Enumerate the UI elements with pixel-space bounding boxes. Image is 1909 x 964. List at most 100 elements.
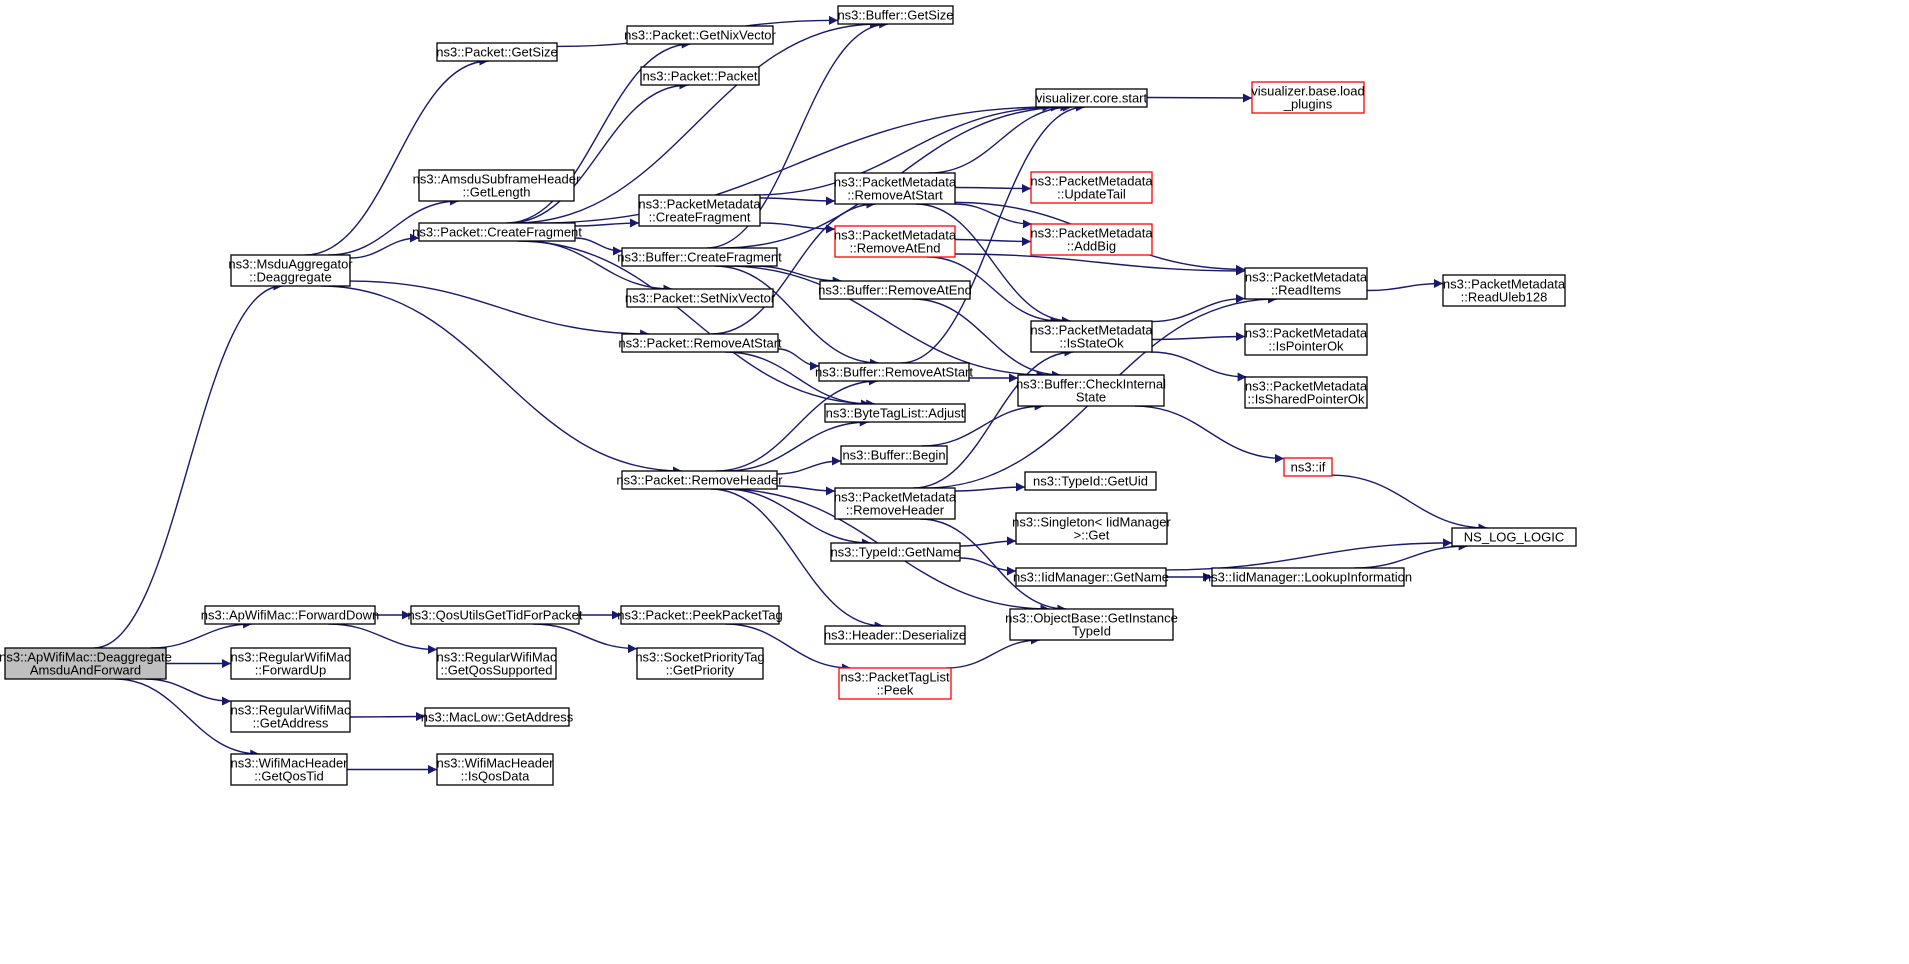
node-socket-priority[interactable]: ns3::SocketPriorityTag::GetPriority <box>635 647 765 680</box>
node-pm-read-uleb[interactable]: ns3::PacketMetadata::ReadUleb128 <box>1442 274 1566 307</box>
edge-peek-packet-tag-to-packettaglist-peek <box>725 623 851 673</box>
node-iid-lookup[interactable]: ns3::IidManager::LookupInformation <box>1204 567 1412 587</box>
node-ns3-if[interactable]: ns3::if <box>1283 457 1333 477</box>
edge-iid-get-name-to-ns-log-logic <box>1165 538 1453 571</box>
edge-pm-is-state-ok-to-pm-is-shared-pointer-ok <box>1150 351 1247 382</box>
edge-pm-remove-header-to-pm-is-state-ok <box>913 347 1074 489</box>
node-box <box>640 66 760 86</box>
node-buffer-create-fragment[interactable]: ns3::Buffer::CreateFragment <box>617 247 782 267</box>
node-bytetaglist-adjust[interactable]: ns3::ByteTagList::Adjust <box>824 403 966 423</box>
edge-packet-create-fragment-to-packet-packet <box>508 80 689 224</box>
node-buffer-get-size[interactable]: ns3::Buffer::GetSize <box>837 5 954 25</box>
edges-layer <box>93 15 1488 774</box>
node-get-qos-tid[interactable]: ns3::WifiMacHeader::GetQosTid <box>230 753 348 786</box>
node-get-qos-supported[interactable]: ns3::RegularWifiMac::GetQosSupported <box>436 647 557 680</box>
node-label: ns3::Packet::RemoveAtStart <box>618 336 782 351</box>
node-box <box>840 445 948 465</box>
node-iid-get-name[interactable]: ns3::IidManager::GetName <box>1013 567 1169 587</box>
nodes-layer: ns3::ApWifiMac::DeaggregateAmsduAndForwa… <box>0 5 1577 786</box>
edge-packet-remove-header-to-header-deserialize <box>710 488 884 631</box>
edge-iid-lookup-to-ns-log-logic <box>1354 541 1468 569</box>
node-singleton-get[interactable]: ns3::Singleton< IidManager >::Get <box>1012 512 1171 545</box>
node-pm-is-state-ok[interactable]: ns3::PacketMetadata::IsStateOk <box>1030 320 1153 353</box>
node-box <box>838 667 952 700</box>
node-box <box>230 700 351 733</box>
edge-typeid-get-name-to-singleton-get <box>959 536 1017 547</box>
node-label: ns3::TypeId::GetName <box>830 545 960 560</box>
node-apwifi-deagg[interactable]: ns3::ApWifiMac::DeaggregateAmsduAndForwa… <box>0 647 172 680</box>
node-is-qos-data[interactable]: ns3::WifiMacHeader::IsQosData <box>436 753 554 786</box>
node-typeid-get-name[interactable]: ns3::TypeId::GetName <box>830 542 961 562</box>
node-label: ns3::ByteTagList::Adjust <box>826 406 965 421</box>
node-label: _plugins <box>1283 97 1333 112</box>
node-qos-utils[interactable]: ns3::QosUtilsGetTidForPacket <box>407 605 583 625</box>
node-label: ns3::MsduAggregator <box>228 257 353 272</box>
node-label: ns3::PacketMetadata <box>834 175 957 190</box>
edge-vis-core-start-to-vis-base-load <box>1146 93 1253 103</box>
node-pm-remove-header[interactable]: ns3::PacketMetadata::RemoveHeader <box>834 487 957 520</box>
node-pm-is-shared-pointer-ok[interactable]: ns3::PacketMetadata::IsSharedPointerOk <box>1244 376 1368 409</box>
node-buffer-begin[interactable]: ns3::Buffer::Begin <box>840 445 948 465</box>
node-label: ns3::AmsduSubframeHeader <box>413 172 581 187</box>
node-label: ns3::Buffer::CheckInternal <box>1016 377 1166 392</box>
edge-pm-read-items-to-pm-read-uleb <box>1366 279 1444 292</box>
node-forward-down[interactable]: ns3::ApWifiMac::ForwardDown <box>201 605 379 625</box>
node-forward-up[interactable]: ns3::RegularWifiMac::ForwardUp <box>230 647 351 680</box>
node-set-nix-vector[interactable]: ns3::Packet::SetNixVector <box>625 288 776 308</box>
edge-pm-remove-header-to-objectbase-get-instance <box>920 518 1067 614</box>
node-pm-update-tail[interactable]: ns3::PacketMetadata::UpdateTail <box>1030 171 1153 204</box>
node-label: ::IsQosData <box>461 769 530 784</box>
node-label: ::IsPointerOk <box>1268 339 1344 354</box>
node-msdu-deagg[interactable]: ns3::MsduAggregator::Deaggregate <box>228 254 353 287</box>
node-label: ns3::WifiMacHeader <box>230 756 348 771</box>
edge-packet-create-fragment-to-buffer-create-fragment <box>574 237 623 256</box>
node-box <box>621 333 779 353</box>
node-typeid-get-uid[interactable]: ns3::TypeId::GetUid <box>1024 471 1157 491</box>
edge-packet-create-fragment-to-buffer-get-size <box>513 19 879 224</box>
node-label: ::CreateFragment <box>649 210 751 225</box>
node-pm-is-pointer-ok[interactable]: ns3::PacketMetadata::IsPointerOk <box>1244 323 1368 356</box>
edge-pm-remove-at-end-to-pm-read-items <box>954 253 1246 276</box>
node-pm-read-items[interactable]: ns3::PacketMetadata::ReadItems <box>1244 267 1368 300</box>
node-label: ::AddBig <box>1067 239 1116 254</box>
node-ns-log-logic[interactable]: NS_LOG_LOGIC <box>1451 527 1577 547</box>
node-label: ::GetPriority <box>666 663 735 678</box>
node-pm-remove-at-end[interactable]: ns3::PacketMetadata::RemoveAtEnd <box>834 225 957 258</box>
node-box <box>1451 527 1577 547</box>
node-box <box>1283 457 1333 477</box>
node-packet-packet[interactable]: ns3::Packet::Packet <box>640 66 760 86</box>
node-label: TypeId <box>1072 624 1111 639</box>
node-reg-get-address[interactable]: ns3::RegularWifiMac::GetAddress <box>230 700 351 733</box>
node-vis-base-load[interactable]: visualizer.base.load_plugins <box>1251 81 1365 114</box>
edge-packet-remove-header-to-typeid-get-name <box>723 488 872 548</box>
node-label: visualizer.base.load <box>1251 84 1364 99</box>
node-packet-remove-header[interactable]: ns3::Packet::RemoveHeader <box>616 470 783 490</box>
node-header-deserialize[interactable]: ns3::Header::Deserialize <box>824 625 966 645</box>
node-buffer-remove-at-end[interactable]: ns3::Buffer::RemoveAtEnd <box>818 280 972 300</box>
node-box <box>824 625 966 645</box>
node-box <box>1030 171 1153 204</box>
node-box <box>230 753 348 786</box>
node-packet-create-fragment[interactable]: ns3::Packet::CreateFragment <box>412 222 582 242</box>
node-pm-add-big[interactable]: ns3::PacketMetadata::AddBig <box>1030 223 1153 256</box>
node-buffer-remove-at-start[interactable]: ns3::Buffer::RemoveAtStart <box>815 362 973 382</box>
node-packet-remove-at-start[interactable]: ns3::Packet::RemoveAtStart <box>618 333 782 353</box>
node-packet-get-size[interactable]: ns3::Packet::GetSize <box>436 42 558 62</box>
node-amsdu-get-length[interactable]: ns3::AmsduSubframeHeader::GetLength <box>413 169 581 202</box>
edge-apwifi-deagg-to-msdu-deagg <box>93 281 283 649</box>
node-box <box>1017 374 1165 407</box>
node-vis-core-start[interactable]: visualizer.core.start <box>1035 88 1148 108</box>
node-maclow-get-address[interactable]: ns3::MacLow::GetAddress <box>421 707 574 727</box>
node-pm-remove-at-start[interactable]: ns3::PacketMetadata::RemoveAtStart <box>834 172 957 205</box>
node-label: ns3::PacketMetadata <box>1245 270 1368 285</box>
node-peek-packet-tag[interactable]: ns3::Packet::PeekPacketTag <box>617 605 783 625</box>
node-label: ns3::ApWifiMac::Deaggregate <box>0 650 172 665</box>
edge-buffer-create-fragment-to-buffer-remove-at-end <box>752 265 842 286</box>
node-get-nix-vector[interactable]: ns3::Packet::GetNixVector <box>624 25 777 45</box>
node-packettaglist-peek[interactable]: ns3::PacketTagList::Peek <box>838 667 952 700</box>
node-pm-create-fragment[interactable]: ns3::PacketMetadata::CreateFragment <box>638 194 761 227</box>
edge-packet-create-fragment-to-bytetaglist-adjust <box>516 240 876 409</box>
node-label: ns3::MacLow::GetAddress <box>421 710 574 725</box>
